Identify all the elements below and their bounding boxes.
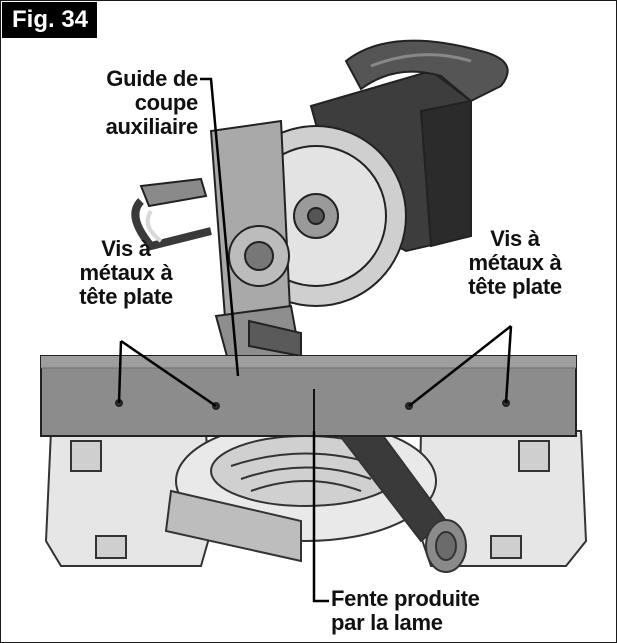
label-line: métaux à (468, 250, 562, 275)
leader-lines (117, 77, 513, 603)
label-line: Vis à (101, 236, 151, 261)
leader-blade-slot (312, 431, 329, 603)
leader-screws-right-b (504, 325, 513, 404)
saw-head (131, 39, 509, 373)
leader-screws-right-a (408, 325, 512, 407)
saw-base (44, 404, 588, 573)
label-screws-left: Vis à métaux à tête plate (71, 237, 181, 309)
figure-number: Fig. 34 (2, 2, 97, 38)
label-line: Fente produite (331, 586, 480, 611)
label-screws-right: Vis à métaux à tête plate (455, 227, 575, 299)
label-line: Guide de (106, 66, 198, 91)
label-auxiliary-fence: Guide de coupe auxiliaire (80, 66, 199, 139)
label-line: coupe (134, 90, 199, 115)
auxiliary-fence (40, 355, 577, 437)
label-line: par la lame (331, 610, 443, 635)
label-line: tête plate (79, 284, 173, 309)
label-line: Vis à (490, 226, 540, 251)
label-line: métaux à (79, 260, 173, 285)
leader-screws-left-b (120, 339, 217, 408)
leader-auxiliary-fence (200, 77, 240, 377)
label-line: tête plate (468, 274, 562, 299)
leader-screws-left-a (117, 340, 123, 404)
label-blade-slot: Fente produite par la lame (331, 587, 531, 635)
label-line: auxiliaire (105, 114, 199, 139)
